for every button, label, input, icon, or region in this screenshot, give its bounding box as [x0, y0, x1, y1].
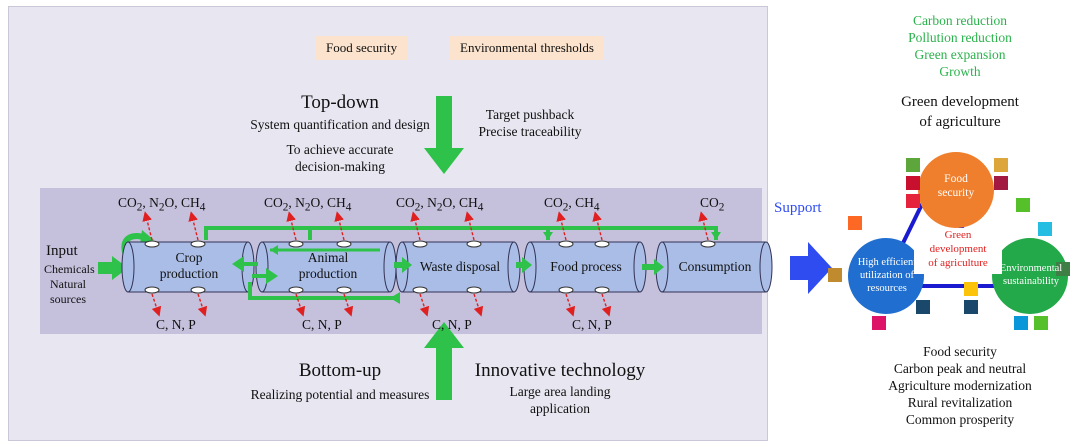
- food-security-tag: Food security: [316, 36, 408, 60]
- emission-top-waste: CO2, N2O, CH4: [396, 195, 484, 214]
- topdown-title: Top-down: [301, 92, 379, 113]
- environment-circle: [992, 238, 1068, 314]
- topdown-line2: To achieve accurate: [286, 142, 394, 157]
- goal-diagram: [828, 152, 1070, 330]
- emission-bottom-crop: C, N, P: [156, 317, 196, 332]
- environmental-thresholds-tag: Environmental thresholds: [450, 36, 604, 60]
- center-box: [914, 228, 1002, 274]
- stage-waste-label: Waste disposal: [419, 259, 501, 274]
- emission-top-animal: CO2, N2O, CH4: [264, 195, 352, 214]
- sdg-icons: [828, 158, 1070, 330]
- tech-line1: Large area landing: [509, 384, 611, 399]
- food-security-circle: [918, 152, 994, 228]
- resources-circle: [848, 238, 924, 314]
- support-label: Support: [774, 200, 822, 216]
- input-title: Input: [46, 243, 78, 259]
- target-pushback: Target pushback: [485, 107, 575, 122]
- cylinder-consumption: [655, 241, 773, 293]
- bottomup-line1: Realizing potential and measures: [250, 387, 430, 402]
- tech-line2: application: [530, 401, 590, 416]
- innovative-technology-title: Innovative technology: [474, 360, 646, 381]
- input-arrow-icon: [98, 256, 128, 280]
- emission-bottom-animal: C, N, P: [302, 317, 342, 332]
- emission-bottom-food-process: C, N, P: [572, 317, 612, 332]
- stage-consumption-label: Consumption: [678, 259, 752, 274]
- stage-food-process-label: Food process: [550, 259, 622, 274]
- input-sources: sources: [50, 292, 86, 306]
- cylinder-crop: [121, 241, 255, 293]
- emission-top-crop: CO2, N2O, CH4: [118, 195, 206, 214]
- cylinder-food-process: [523, 241, 647, 293]
- bottomup-arrow-icon: [424, 322, 464, 400]
- topdown-line1: System quantification and design: [250, 117, 430, 132]
- input-natural: Natural: [50, 277, 86, 291]
- input-chemicals: Chemicals: [44, 262, 95, 276]
- topdown-line3: decision-making: [295, 159, 385, 174]
- precise-traceability: Precise traceability: [478, 124, 582, 139]
- emission-top-food-process: CO2, CH4: [544, 195, 600, 214]
- support-arrow-icon: [790, 242, 832, 294]
- emission-bottom-waste: C, N, P: [432, 317, 472, 332]
- topdown-arrow-icon: [424, 96, 464, 174]
- bottomup-title: Bottom-up: [298, 360, 382, 381]
- emission-top-consumption: CO2: [700, 195, 725, 214]
